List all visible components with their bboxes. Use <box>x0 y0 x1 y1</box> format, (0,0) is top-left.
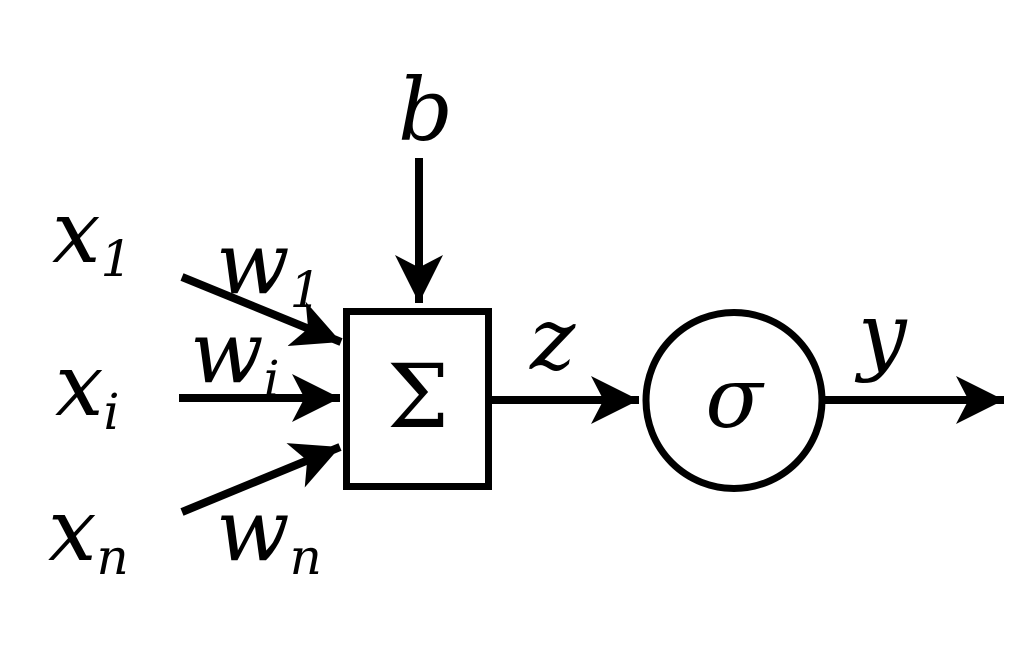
output-label: y <box>854 285 908 385</box>
input-arrow-xn <box>180 443 342 516</box>
weight-label-wn: wn <box>216 481 322 586</box>
sum-symbol: Σ <box>387 345 449 448</box>
input-label-xi: xi <box>55 336 120 441</box>
input-label-xn: xn <box>48 481 129 586</box>
activation-symbol: σ <box>705 349 765 447</box>
input-arrow-x1 <box>180 273 343 347</box>
activation-circle <box>642 309 826 492</box>
sum-box <box>343 308 492 490</box>
pre-activation-label: z <box>529 290 576 390</box>
weight-label-w1: w1 <box>216 214 321 319</box>
input-label-x1: x1 <box>52 183 132 288</box>
weight-label-wi: wi <box>190 303 280 408</box>
bias-label: b <box>398 61 453 161</box>
